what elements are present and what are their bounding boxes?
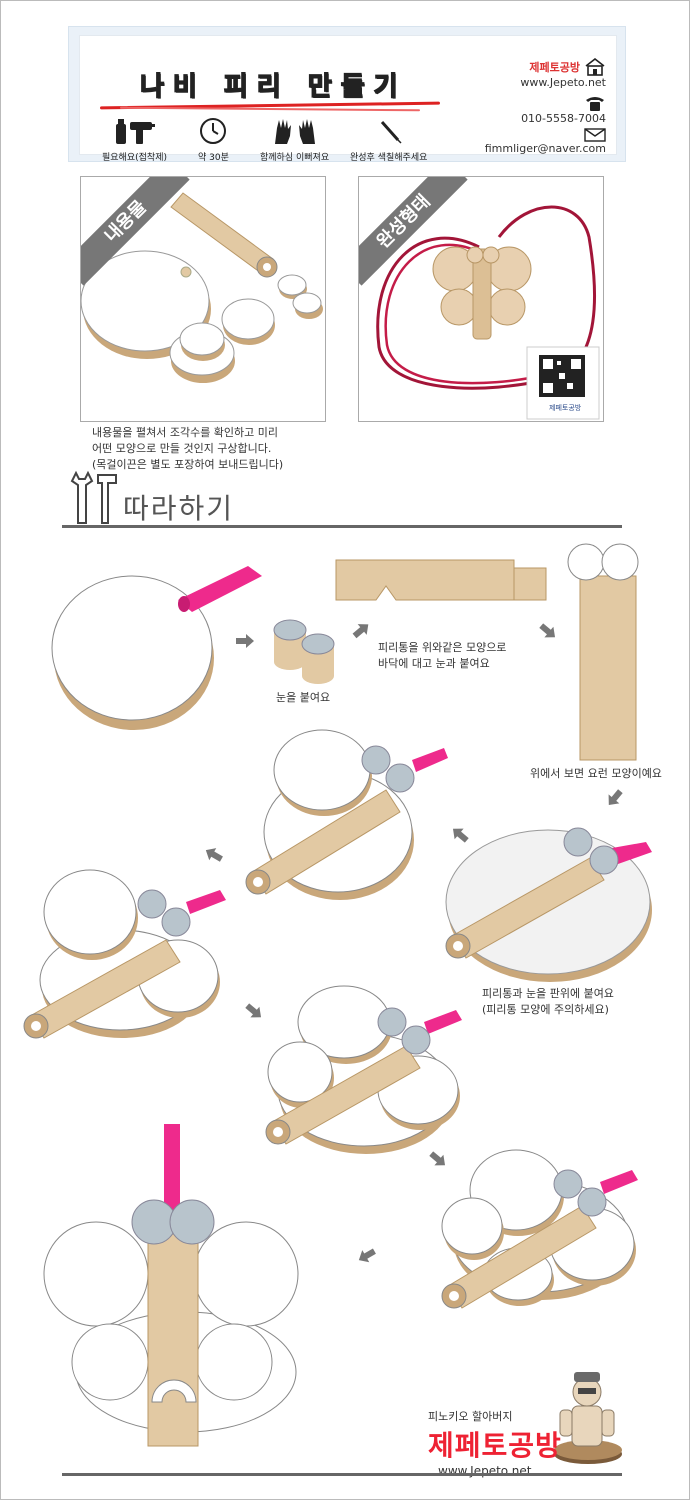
step4-topview	[567, 543, 639, 761]
phone-block: 010-5558-7004	[521, 94, 606, 125]
phone-icon	[586, 97, 604, 111]
tool-glue-label: 필요해요(접착제)	[102, 153, 167, 163]
footer-logo: 피노키오 할아버지 제페토공방 www.Jepeto.net	[428, 1408, 562, 1478]
intro-note: 내용물을 펼쳐서 조각수를 확인하고 미리 어떤 모양으로 만들 것인지 구상합…	[92, 425, 332, 473]
brand-name: 제페토공방	[529, 60, 580, 74]
step7-plate	[23, 869, 226, 1039]
tool-together-label: 함께하심 이뻐져요	[260, 153, 330, 163]
caption-top-view: 위에서 보면 요런 모양이예요	[530, 767, 662, 780]
step8-plate	[265, 985, 462, 1154]
step6-plate	[245, 729, 448, 900]
step1-plate	[51, 566, 262, 730]
header-card: 나비 피리 만들기 필요해요(접착제)	[68, 26, 626, 163]
mail-icon	[584, 128, 606, 142]
pen-icon	[350, 116, 427, 146]
caption-eyes: 눈을 붙여요	[276, 691, 331, 704]
caption-tube: 피리통을 위와같은 모양으로 바닥에 대고 눈과 붙여요	[378, 640, 506, 672]
caption-plate-line-2: (피리통 모양에 주의하세요)	[482, 1003, 609, 1016]
step5-plate	[445, 827, 652, 982]
finished-panel: 완성형태 제페토공방	[358, 176, 604, 422]
tools-icon	[70, 470, 117, 524]
step3-tube	[335, 559, 547, 601]
phone-number: 010-5558-7004	[521, 112, 606, 125]
footer-brand-text: 제페토공방	[428, 1429, 562, 1462]
qr-caption: 제페토공방	[549, 404, 582, 412]
caption-plate: 피리통과 눈을 판위에 붙여요 (피리통 모양에 주의하세요)	[482, 986, 614, 1018]
tool-time-label: 약 30분	[198, 153, 229, 163]
brand-block: 제페토공방 www.Jepeto.net	[520, 58, 606, 89]
caption-plate-line-1: 피리통과 눈을 판위에 붙여요	[482, 987, 614, 1000]
email-address[interactable]: fimmliger@naver.com	[484, 142, 606, 155]
tool-time: 약 30분	[198, 116, 229, 163]
header-inner: 나비 피리 만들기 필요해요(접착제)	[79, 35, 617, 163]
mascot-icon	[554, 1372, 622, 1464]
tool-together: 함께하심 이뻐져요	[260, 116, 329, 163]
footer-brand: 제페토공방	[428, 1424, 562, 1464]
note-line-2: 어떤 모양으로 만들 것인지 구상합니다.	[92, 442, 272, 455]
step2-eyes	[273, 619, 335, 684]
email-block: fimmliger@naver.com	[485, 128, 606, 155]
glue-gun-icon	[102, 116, 167, 146]
bottom-rule	[62, 1473, 622, 1476]
brand-url[interactable]: www.Jepeto.net	[520, 76, 606, 89]
step9-plate	[441, 1149, 638, 1309]
caption-tube-line-1: 피리통을 위와같은 모양으로	[378, 641, 507, 654]
section-title: 따라하기	[123, 492, 235, 525]
note-line-3: (목걸이끈은 별도 포장하여 보내드립니다)	[92, 458, 284, 471]
page-title: 나비 피리 만들기	[139, 71, 407, 102]
tool-paint: 완성후 색칠해주세요	[350, 116, 427, 163]
tool-paint-label: 완성후 색칠해주세요	[350, 153, 428, 163]
footer-tagline: 피노키오 할아버지	[428, 1410, 513, 1423]
hands-icon	[260, 116, 329, 146]
house-icon	[585, 58, 605, 76]
note-line-1: 내용물을 펼쳐서 조각수를 확인하고 미리	[92, 426, 279, 439]
caption-tube-line-2: 바닥에 대고 눈과 붙여요	[378, 657, 490, 670]
contents-panel: 내용물	[80, 176, 326, 422]
tool-glue: 필요해요(접착제)	[102, 116, 167, 163]
step10-final	[43, 1124, 299, 1447]
clock-icon	[198, 116, 229, 146]
section-rule	[62, 525, 622, 528]
